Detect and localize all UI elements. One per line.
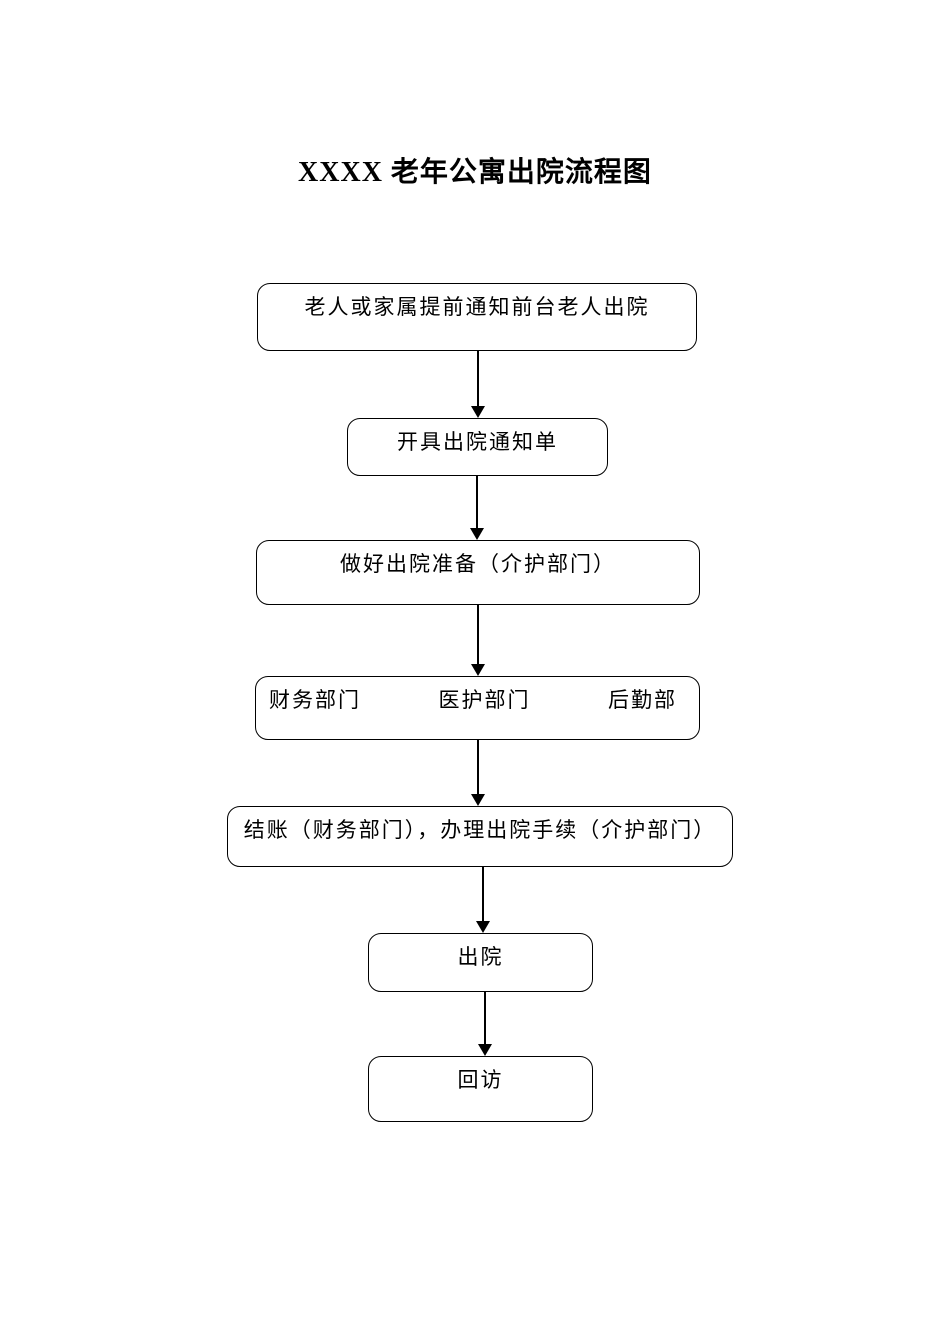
arrow-head-icon: [471, 794, 485, 806]
flow-node-notify-frontdesk: 老人或家属提前通知前台老人出院: [257, 283, 697, 351]
arrow-shaft: [484, 992, 486, 1046]
flow-node-departments: 财务部门 医护部门 后勤部: [255, 676, 700, 740]
arrow-head-icon: [471, 664, 485, 676]
arrow-head-icon: [470, 528, 484, 540]
arrow-shaft: [477, 605, 479, 666]
flow-node-follow-up: 回访: [368, 1056, 593, 1122]
arrow-shaft: [477, 351, 479, 408]
arrow-head-icon: [476, 921, 490, 933]
flow-arrow: [470, 476, 484, 540]
flow-arrow: [471, 740, 485, 806]
flow-node-discharge: 出院: [368, 933, 593, 992]
department-label-logistics: 后勤部: [608, 688, 677, 712]
node-label: 做好出院准备（介护部门）: [340, 552, 616, 576]
node-label: 结账（财务部门），办理出院手续（介护部门）: [243, 818, 717, 842]
flow-node-issue-discharge-notice: 开具出院通知单: [347, 418, 608, 476]
node-label: 老人或家属提前通知前台老人出院: [304, 295, 650, 319]
node-label: 开具出院通知单: [397, 430, 558, 454]
flow-arrow: [471, 605, 485, 676]
flow-arrow: [478, 992, 492, 1056]
arrow-shaft: [482, 867, 484, 923]
flow-node-prepare-discharge: 做好出院准备（介护部门）: [256, 540, 700, 605]
node-label: 出院: [457, 945, 504, 969]
flow-arrow: [476, 867, 490, 933]
node-label: 回访: [457, 1068, 504, 1092]
arrow-shaft: [477, 740, 479, 796]
flow-node-settle-and-procedures: 结账（财务部门），办理出院手续（介护部门）: [227, 806, 733, 867]
department-label-medical: 医护部门: [438, 688, 531, 712]
page-title: XXXX 老年公寓出院流程图: [298, 157, 652, 188]
flow-arrow: [471, 351, 485, 418]
arrow-head-icon: [471, 406, 485, 418]
arrow-shaft: [476, 476, 478, 530]
arrow-head-icon: [478, 1044, 492, 1056]
department-label-finance: 财务部门: [269, 688, 361, 712]
